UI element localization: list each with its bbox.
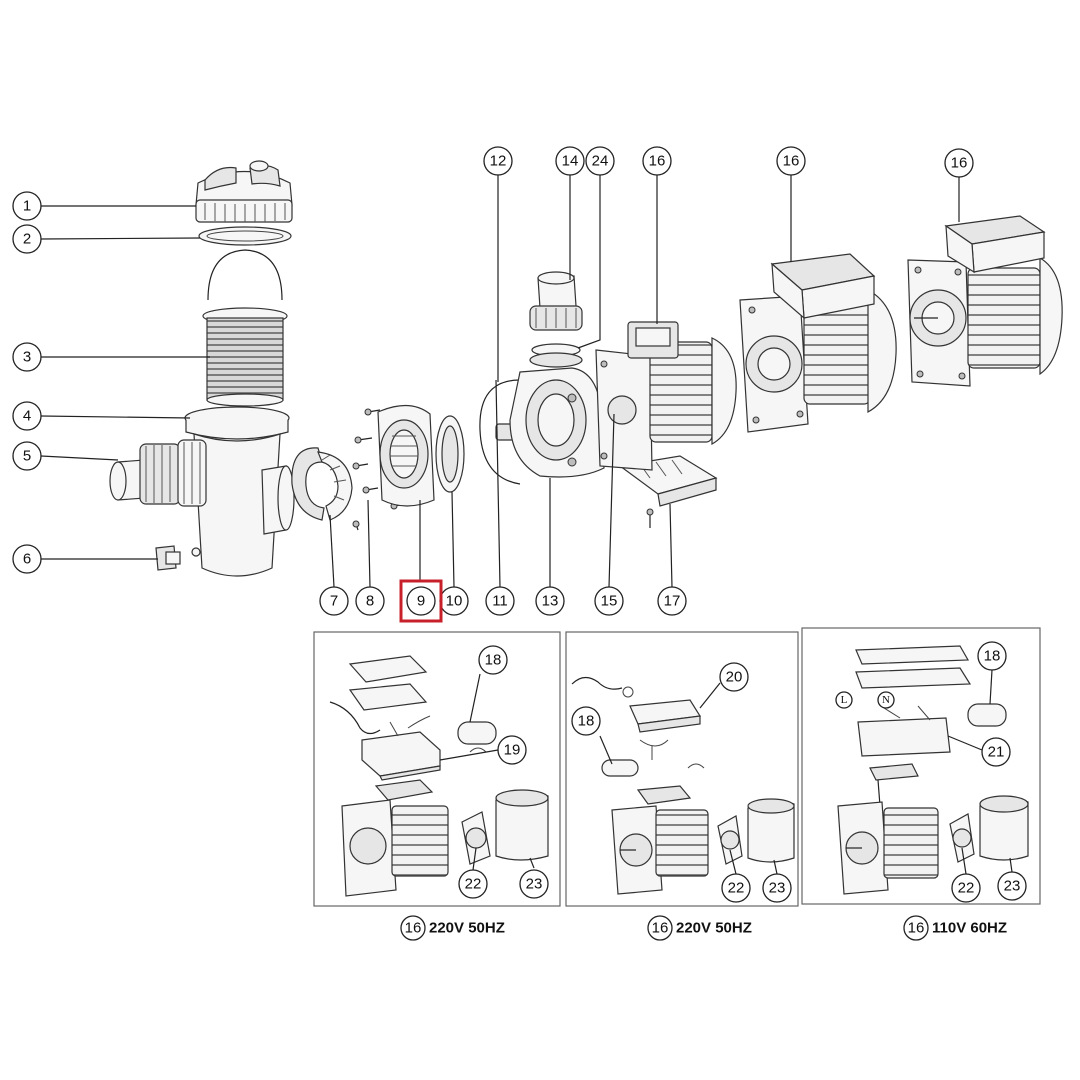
detail-panel-3: [801, 627, 1041, 905]
callout-circle-23: [762, 873, 792, 903]
callout-circle-17: [657, 586, 687, 616]
callout-circle-23: [997, 871, 1027, 901]
callout-label-16: 16: [649, 153, 666, 170]
callout-circle-6: [12, 544, 42, 574]
callout-circle-22: [951, 873, 981, 903]
callout-circle-16: [776, 146, 806, 176]
callout-circle-14: [555, 146, 585, 176]
callout-label-23: 23: [526, 876, 543, 893]
variant-1-part: 16: [405, 920, 422, 937]
callout-circle-16: [642, 146, 672, 176]
callout-label-19: 19: [504, 742, 521, 759]
panel-leader-lines: [439, 669, 1013, 875]
detail-panel-2: [565, 631, 799, 907]
callout-label-22: 22: [728, 880, 745, 897]
panel-3-drawing: [836, 645, 1029, 895]
callout-circle-8: [355, 586, 385, 616]
callout-label-20: 20: [726, 669, 743, 686]
highlight-box: [399, 579, 443, 623]
wire-labels: L N: [835, 691, 895, 709]
motor-variant-a: [739, 253, 897, 433]
callout-circle-19: [497, 735, 527, 765]
callout-circle-13: [535, 586, 565, 616]
detail-panel-1: [313, 631, 561, 907]
callout-label-22: 22: [958, 880, 975, 897]
callout-label-15: 15: [601, 593, 618, 610]
callout-label-4: 4: [23, 408, 31, 425]
variant-3-part: 16: [908, 920, 925, 937]
callout-label-18: 18: [578, 713, 595, 730]
callout-circle-9: [406, 586, 436, 616]
callout-label-13: 13: [542, 593, 559, 610]
callout-label-9: 9: [417, 593, 425, 610]
wire-label-n: N: [882, 694, 890, 706]
callout-label-18: 18: [984, 648, 1001, 665]
callout-label-14: 14: [562, 153, 579, 170]
callout-label-23: 23: [1004, 878, 1021, 895]
callout-circle-15: [594, 586, 624, 616]
callout-circle-18: [571, 706, 601, 736]
callout-circle-18: [977, 641, 1007, 671]
callout-circle-7: [319, 586, 349, 616]
callout-circle-16: [944, 148, 974, 178]
callout-label-11: 11: [492, 593, 508, 610]
callout-label-2: 2: [23, 231, 31, 248]
callout-label-23: 23: [769, 880, 786, 897]
callout-label-21: 21: [988, 744, 1005, 761]
callout-label-5: 5: [23, 448, 31, 465]
variant-2-part: 16: [652, 920, 669, 937]
callout-label-3: 3: [23, 349, 31, 366]
variant-captions: 16 220V 50HZ 16 220V 50HZ 16 110V 60HZ: [400, 915, 1007, 941]
variant-2-spec: 220V 50HZ: [676, 920, 752, 937]
callout-circle-22: [458, 869, 488, 899]
callout-label-10: 10: [446, 593, 463, 610]
leader-lines: [40, 175, 960, 588]
coupling-parts: [291, 271, 718, 531]
callout-circle-5: [12, 441, 42, 471]
callout-label-16: 16: [783, 153, 800, 170]
motor-main: [595, 321, 737, 471]
variant-3-spec: 110V 60HZ: [932, 920, 1007, 937]
callout-label-16: 16: [951, 155, 968, 172]
callout-circle-11: [485, 586, 515, 616]
callout-label-6: 6: [23, 551, 31, 568]
panel-1-drawing: [329, 655, 549, 897]
wire-label-l: L: [841, 694, 848, 706]
strainer-assembly: [109, 160, 295, 577]
callout-circle-1: [12, 191, 42, 221]
callout-label-1: 1: [23, 198, 31, 215]
callout-label-8: 8: [366, 593, 374, 610]
callout-circle-22: [721, 873, 751, 903]
callout-circle-12: [483, 146, 513, 176]
callout-circle-2: [12, 224, 42, 254]
callout-label-18: 18: [485, 652, 502, 669]
callout-circle-23: [519, 869, 549, 899]
panel-2-drawing: [571, 676, 795, 895]
callout-label-7: 7: [330, 593, 338, 610]
callout-circle-3: [12, 342, 42, 372]
motor-variant-b: [907, 215, 1063, 387]
callout-circle-24: [585, 146, 615, 176]
callout-circle-4: [12, 401, 42, 431]
variant-1-spec: 220V 50HZ: [429, 920, 505, 937]
callout-circle-18: [478, 645, 508, 675]
callout-label-17: 17: [664, 593, 681, 610]
callout-circle-21: [981, 737, 1011, 767]
callout-label-22: 22: [465, 876, 482, 893]
callout-label-24: 24: [592, 153, 609, 170]
callout-label-12: 12: [490, 153, 507, 170]
callout-circle-20: [719, 662, 749, 692]
